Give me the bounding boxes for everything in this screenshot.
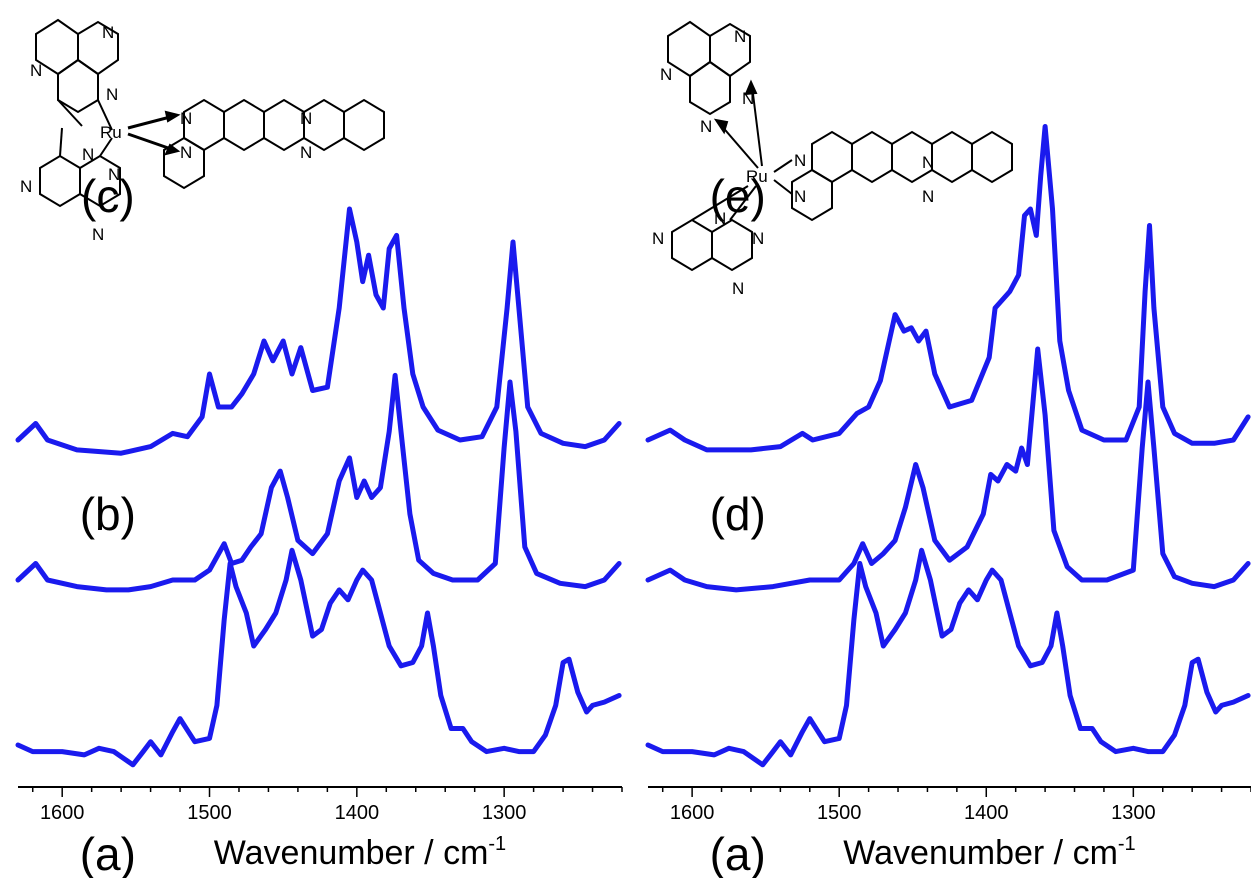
atom-label: N [742,89,754,108]
series-label: (c) [81,170,135,222]
x-tick-label: 1500 [817,802,862,824]
spectrum-line [645,346,1251,593]
x-tick-label: 1400 [964,802,1009,824]
atom-label: N [714,209,726,228]
series-label: (d) [710,488,766,540]
atom-label: N [102,23,114,42]
series-label: (b) [80,488,136,540]
atom-label: N [922,153,934,172]
atom-label: N [180,143,192,162]
spectrum-line [15,372,622,593]
x-axis-title: Wavenumber / cm-1 [843,833,1135,872]
spectrum-line [645,124,1251,453]
atom-label: N [732,279,744,298]
atom-label: N [734,27,746,46]
x-tick-label: 1300 [482,802,527,824]
atom-label: N [108,165,120,184]
series-label: (e) [710,170,766,222]
series-label: (a) [710,828,766,878]
x-tick-label: 1500 [187,802,232,824]
atom-label: N [794,187,806,206]
x-tick-label: 1400 [335,802,380,824]
atom-label: N [106,85,118,104]
ru-atom-label: Ru [100,123,122,142]
spectrum-line [15,547,622,768]
x-tick-label: 1600 [670,802,715,824]
x-tick-label: 1600 [40,802,85,824]
atom-label: N [30,61,42,80]
right-molecule-structure [667,20,1013,272]
series-label: (a) [80,828,136,878]
atom-label: N [92,225,104,244]
atom-label: N [82,145,94,164]
atom-label: N [300,143,312,162]
atom-label: N [652,229,664,248]
atom-label: N [700,117,712,136]
spectrum-line [15,206,622,456]
spectrum-line [645,547,1251,768]
x-axis-title-superscript: -1 [1118,833,1136,855]
atom-label: N [794,151,806,170]
atom-label: N [660,65,672,84]
atom-label: N [922,187,934,206]
atom-label: N [752,229,764,248]
left-molecule-structure [35,18,385,208]
atom-label: N [300,109,312,128]
x-axis-title: Wavenumber / cm-1 [214,833,506,872]
atom-label: N [20,177,32,196]
x-axis-title-superscript: -1 [488,833,506,855]
ru-atom-label: Ru [746,167,768,186]
x-tick-label: 1300 [1111,802,1156,824]
atom-label: N [180,109,192,128]
